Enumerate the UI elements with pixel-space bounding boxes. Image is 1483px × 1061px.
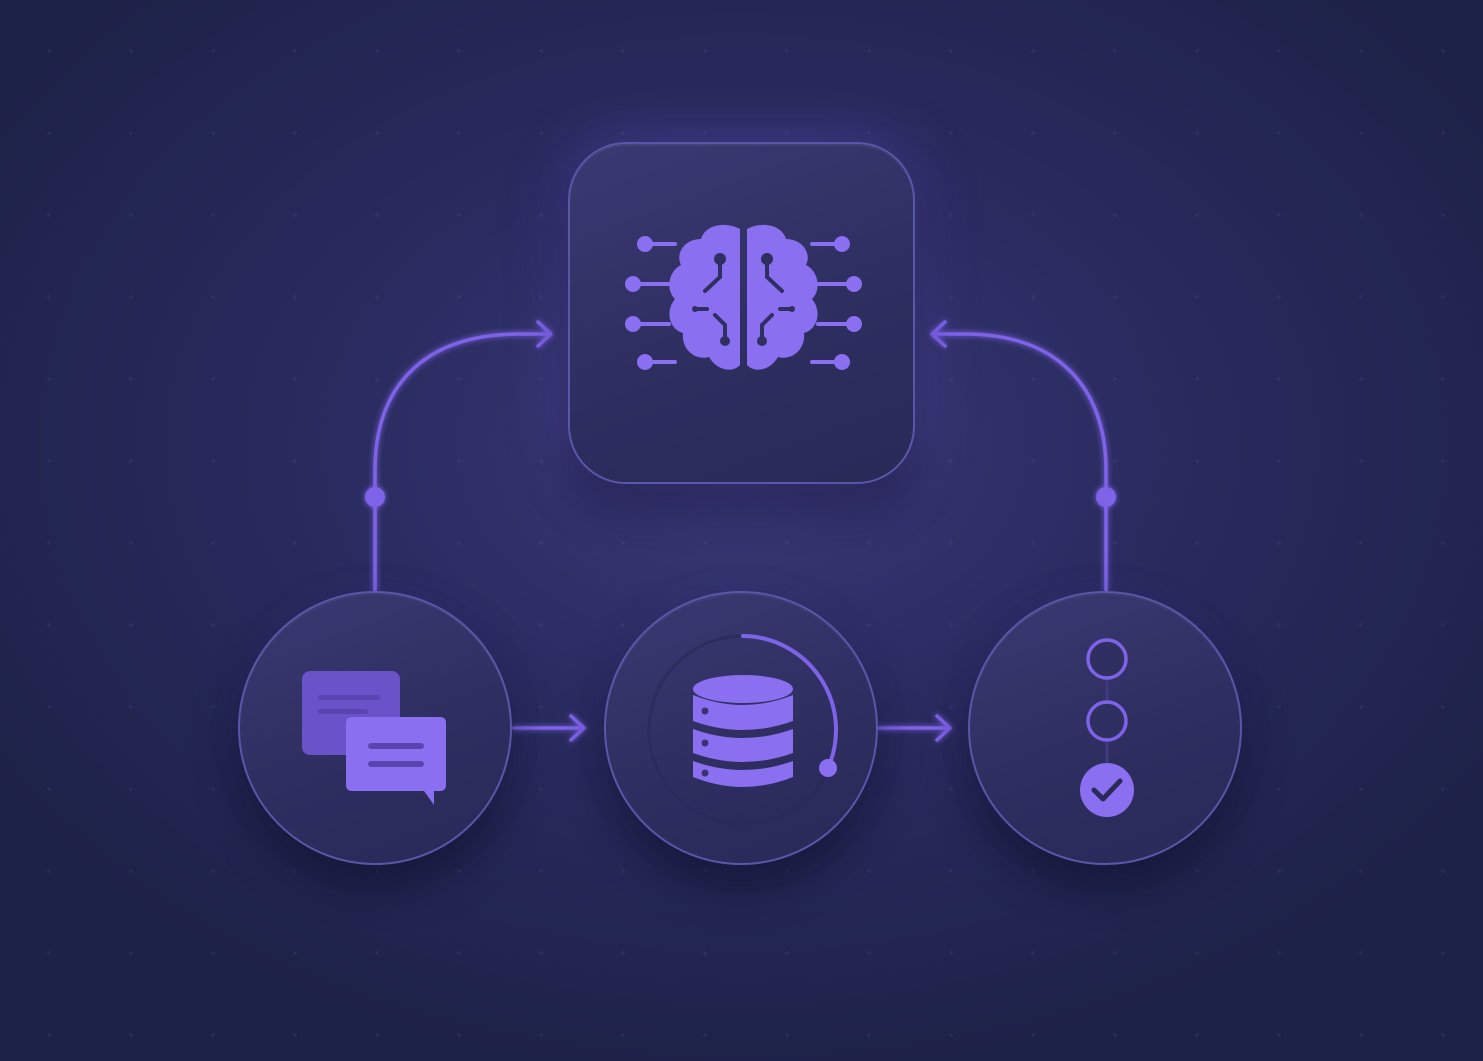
database-progress-ring (647, 634, 839, 826)
step-pending-1 (1086, 638, 1128, 680)
edge-node-dot-left (365, 487, 385, 507)
arrowhead-steps-to-brain (930, 320, 947, 348)
arrowhead-chat-to-database (569, 714, 586, 742)
arrowhead-database-to-steps (935, 714, 952, 742)
steps-node (968, 591, 1242, 865)
edge-steps-to-brain (933, 332, 1108, 593)
checklist-steps-icon (1080, 638, 1134, 817)
arrowhead-chat-to-brain (536, 320, 553, 348)
chat-bubbles-icon (302, 671, 446, 805)
database-icon (693, 675, 793, 787)
step-done (1080, 763, 1134, 817)
edge-node-dot-right (1096, 487, 1116, 507)
step-pending-2 (1086, 700, 1128, 742)
brain-node (568, 142, 915, 484)
edge-chat-to-brain (373, 332, 550, 593)
database-node (604, 591, 878, 865)
brain-circuit-icon (625, 224, 862, 370)
chat-node (238, 591, 512, 865)
